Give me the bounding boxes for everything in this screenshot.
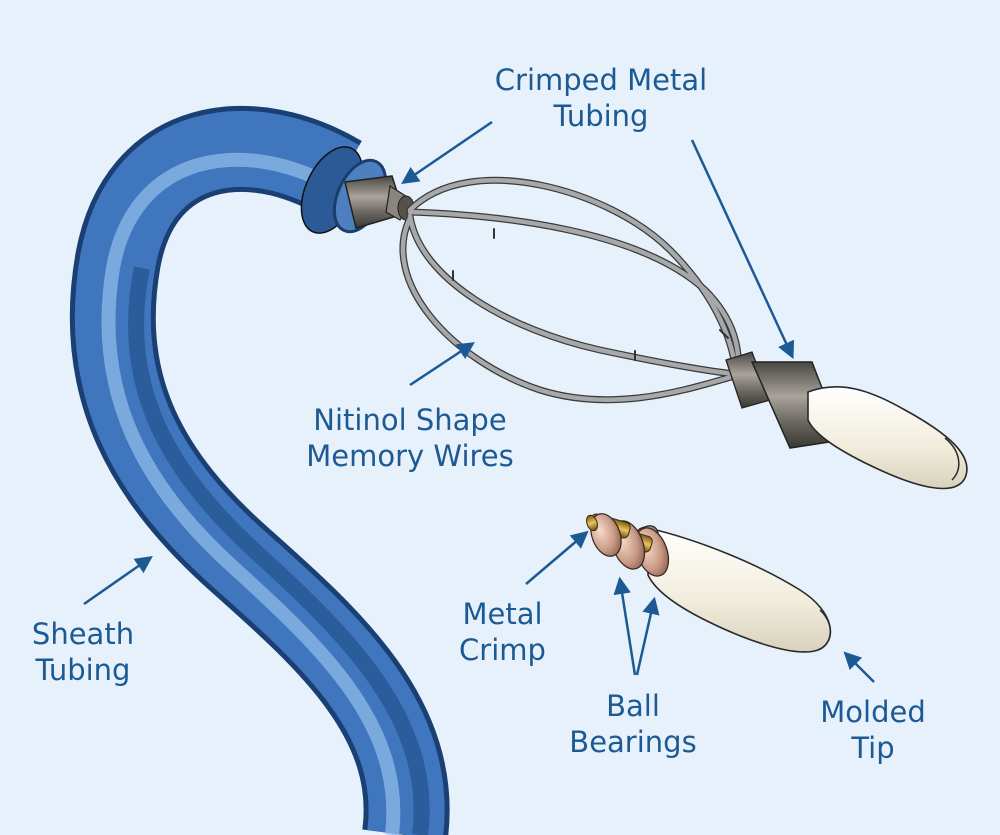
exploded-components — [586, 513, 832, 653]
label-molded-tip: Molded Tip — [820, 695, 926, 765]
arrow-icon — [525, 530, 589, 585]
label-metal-crimp: Metal Crimp — [459, 597, 546, 667]
distal-tip-assembly — [725, 351, 968, 490]
arrow-icon — [613, 576, 637, 676]
label-crimped-metal-tubing: Crimped Metal Tubing — [494, 63, 708, 133]
label-ball-bearings: Ball Bearings — [569, 689, 697, 759]
arrow-icon — [690, 139, 795, 360]
label-nitinol-wires: Nitinol Shape Memory Wires — [306, 403, 514, 473]
label-sheath-tubing: Sheath Tubing — [31, 617, 135, 687]
nitinol-wires — [399, 176, 742, 404]
callout-arrows — [83, 120, 875, 683]
arrow-icon — [635, 596, 660, 676]
proximal-crimped-tubing — [344, 175, 415, 229]
sheath-tubing — [69, 105, 450, 835]
arrow-icon — [409, 342, 475, 387]
arrow-icon — [401, 120, 493, 184]
arrow-icon — [843, 651, 875, 683]
arrow-icon — [83, 555, 153, 606]
